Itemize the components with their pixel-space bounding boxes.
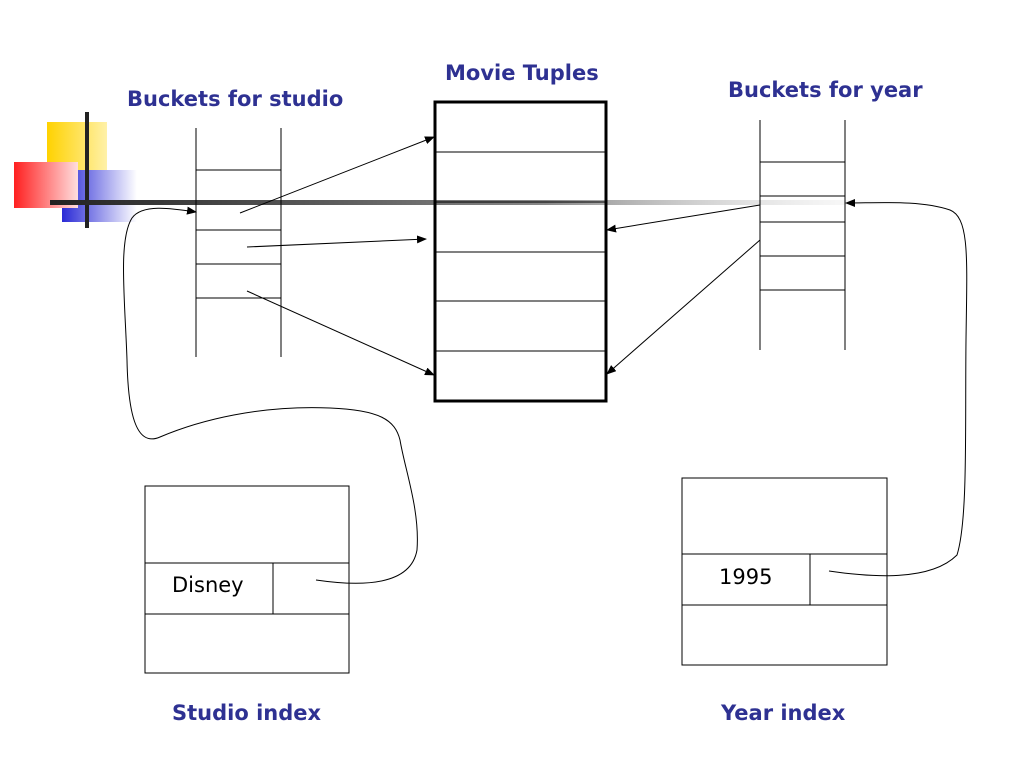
year-bucket-pointers [606,204,761,375]
year-buckets [759,120,846,350]
pointer-arrow [606,239,761,375]
pointer-arrow [246,290,435,376]
movie-tuples-table [433,100,608,403]
studio-index-heading: Studio index [172,701,322,725]
studio-bucket-pointers [239,136,435,376]
studio-buckets [195,128,282,357]
deco-vertical-bar [85,112,89,228]
year-index-heading: Year index [721,701,846,725]
movie-tuples-heading: Movie Tuples [445,61,599,85]
buckets-year-heading: Buckets for year [728,78,923,102]
year-index-pointer [828,198,968,577]
pointer-arrow [239,136,435,214]
buckets-studio-heading: Buckets for studio [127,87,344,111]
pointer-arrow [246,235,427,248]
studio-index-block [144,485,350,674]
year-index-block [681,477,888,666]
pointer-arrow [606,204,761,233]
year-index-key: 1995 [719,565,773,589]
studio-index-key: Disney [172,573,244,597]
studio-index-pointer [122,206,418,584]
corner-decoration [14,112,950,228]
